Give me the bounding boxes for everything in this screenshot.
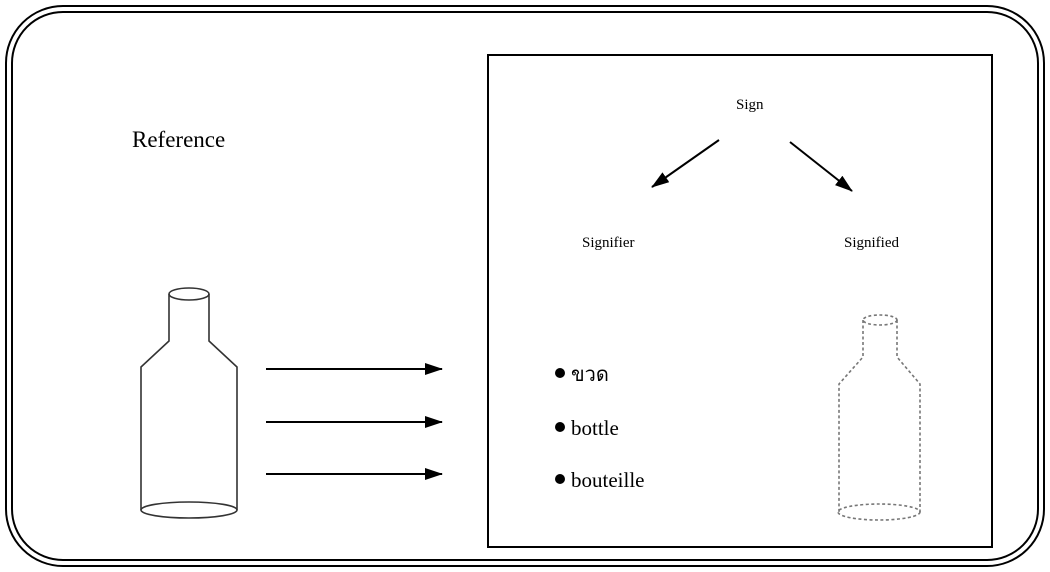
sign-panel xyxy=(487,54,993,548)
sign-to-signified-arrow xyxy=(789,141,853,192)
outer-frame-inner xyxy=(11,11,1039,561)
dashed-bottle-icon xyxy=(837,314,921,521)
word-item-french: bouteille xyxy=(555,470,644,491)
sign-label: Sign xyxy=(736,97,764,113)
word-item-english: bottle xyxy=(555,418,619,439)
word-french: bouteille xyxy=(571,468,645,492)
bullet-icon xyxy=(555,474,565,484)
outer-frame xyxy=(5,5,1045,567)
word-english: bottle xyxy=(571,416,619,440)
word-item-thai: ขวด xyxy=(555,364,609,385)
signifier-label: Signifier xyxy=(582,235,635,251)
bullet-icon xyxy=(555,368,565,378)
reference-label: Reference xyxy=(132,127,226,152)
bottle-icon xyxy=(140,287,238,519)
word-thai: ขวด xyxy=(571,362,609,386)
signified-label: Signified xyxy=(844,235,899,251)
bullet-icon xyxy=(555,422,565,432)
sign-to-signifier-arrow xyxy=(651,139,720,188)
